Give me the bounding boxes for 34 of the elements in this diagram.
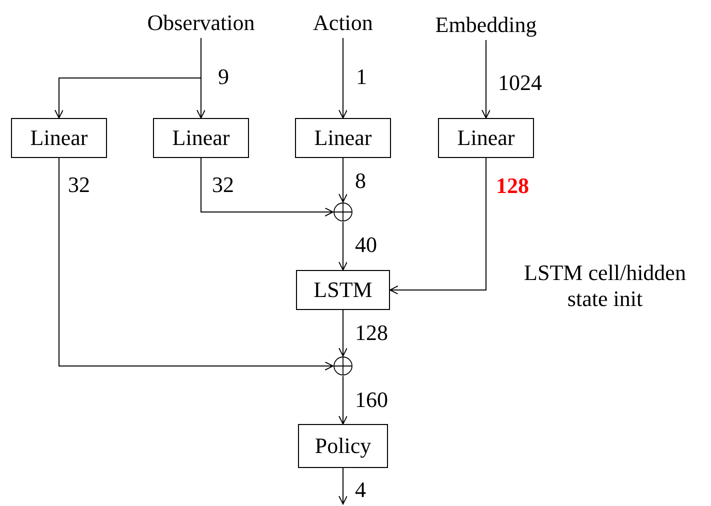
arrow (58, 158, 334, 370)
edge-label: 4 (355, 479, 366, 501)
arrow (338, 222, 348, 270)
arrow (200, 158, 334, 216)
edge-label: 128 (496, 175, 529, 197)
edge-label: 160 (355, 389, 388, 411)
edge-label: 40 (355, 234, 377, 256)
layer-box: Linear (438, 118, 534, 158)
layer-box: Linear (153, 118, 249, 158)
edge-label: 8 (355, 170, 366, 192)
arrow (482, 40, 490, 118)
layer-box: Linear (11, 118, 107, 158)
arrow (338, 38, 348, 118)
edge-label: 1024 (498, 72, 542, 94)
arrow (196, 38, 206, 118)
edge-label: 1 (356, 66, 367, 88)
input-label: Embedding (435, 10, 537, 40)
layer-box: LSTM (296, 270, 390, 310)
sum-node (333, 356, 353, 376)
layer-box: Policy (298, 424, 388, 468)
edge-label: 32 (68, 174, 90, 196)
arrow (338, 468, 348, 504)
edge-label: 9 (218, 66, 229, 88)
layer-box: Linear (295, 118, 391, 158)
sum-node (333, 202, 353, 222)
input-label: Action (310, 8, 376, 38)
edge-label: 128 (355, 322, 388, 344)
arrow (390, 158, 486, 294)
input-label: Observation (140, 8, 262, 38)
arrow (338, 310, 348, 356)
arrow (338, 158, 348, 202)
edge-label: 32 (212, 174, 234, 196)
arrow (338, 376, 348, 424)
annotation-text: LSTM cell/hidden state init (523, 260, 687, 313)
